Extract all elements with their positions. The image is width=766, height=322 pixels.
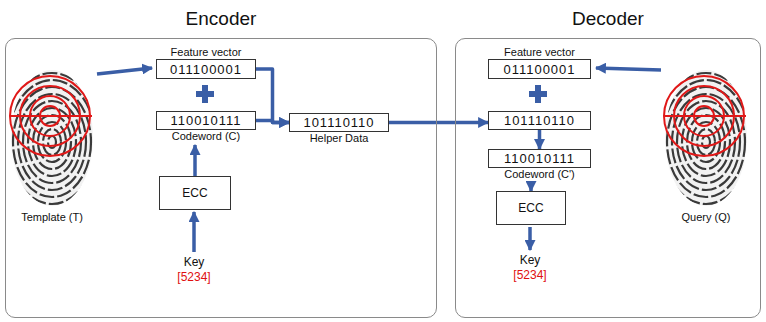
- template-fingerprint: [0, 66, 106, 218]
- encoder-panel: EncoderFeature vector011100001110010111C…: [5, 38, 437, 318]
- key-arrow: [192, 212, 196, 252]
- box-text: 110010111: [489, 150, 590, 167]
- box-text: 011100001: [157, 60, 255, 78]
- box-caption: Codeword (C'): [504, 168, 575, 180]
- box-text: 101110110: [489, 112, 590, 129]
- codeword-box: 110010111Codeword (C'): [488, 149, 591, 168]
- key-value: [5234]: [177, 270, 210, 284]
- key-label: Key: [520, 253, 541, 267]
- flow-arrow: [256, 121, 289, 123]
- box-text: ECC: [160, 177, 230, 209]
- helper-data-box: 101110110Helper Data: [289, 113, 389, 132]
- feature-vector-box: Feature vector011100001: [156, 59, 256, 79]
- panel-title: Encoder: [186, 8, 257, 30]
- box-caption: Helper Data: [310, 132, 369, 144]
- box-text: 101110110: [290, 114, 388, 131]
- flow-arrow: [193, 145, 197, 176]
- box-text: 011100001: [489, 60, 590, 78]
- query-fingerprint: [652, 66, 760, 218]
- flow-arrow: [256, 69, 289, 123]
- codeword-box: 110010111Codeword (C): [156, 111, 256, 130]
- key-arrow: [528, 227, 532, 250]
- plus-symbol: [196, 85, 214, 103]
- panel-title: Decoder: [572, 8, 644, 30]
- box-heading: Feature vector: [171, 46, 242, 58]
- image-label: Template (T): [21, 211, 83, 223]
- flow-arrow: [389, 121, 488, 125]
- key-label: Key: [184, 255, 205, 269]
- image-label: Query (Q): [682, 211, 731, 223]
- input-arrow: [596, 68, 661, 70]
- feature-vector-box: Feature vector011100001: [488, 59, 591, 79]
- flow-arrow: [538, 130, 542, 149]
- box-text: ECC: [497, 192, 565, 224]
- plus-symbol: [529, 85, 547, 103]
- box-caption: Codeword (C): [172, 130, 240, 142]
- flow-arrow: [529, 183, 533, 191]
- box-text: 110010111: [157, 112, 255, 129]
- ecc-box: ECC: [496, 191, 566, 225]
- box-heading: Feature vector: [504, 46, 575, 58]
- helper-data-box: 101110110: [488, 111, 591, 130]
- decoder-panel: DecoderFeature vector0111000011011101101…: [455, 38, 761, 318]
- input-arrow: [97, 68, 152, 74]
- key-value: [5234]: [513, 268, 546, 282]
- ecc-box: ECC: [159, 176, 231, 210]
